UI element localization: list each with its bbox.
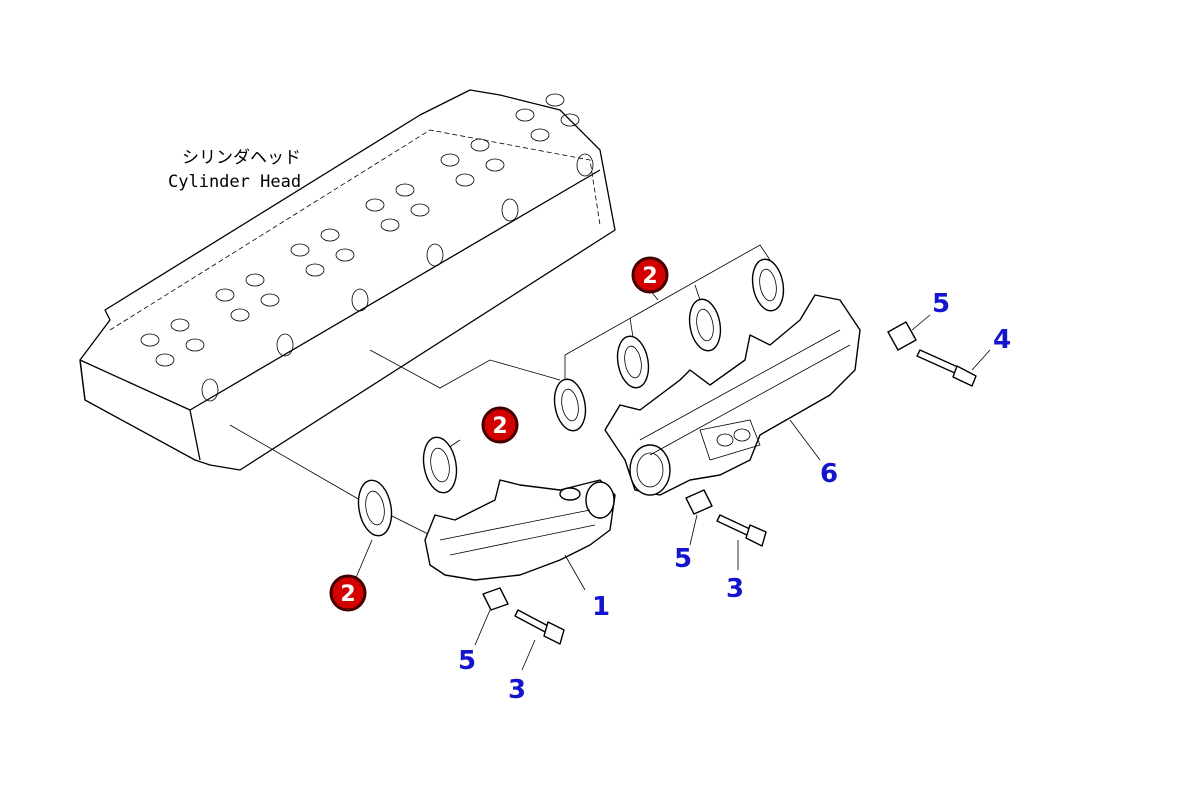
front-exhaust-manifold: [424, 479, 616, 581]
callout-5: 5: [674, 544, 692, 574]
gasket-rear-set: [553, 258, 785, 432]
gasket-front: [357, 479, 393, 537]
caption-japanese: シリンダヘッド: [182, 148, 301, 168]
leader-line: [229, 424, 431, 536]
gasket-mid: [422, 436, 458, 494]
stud-bolt: [916, 349, 977, 387]
caption-english: Cylinder Head: [168, 172, 301, 192]
bolt-lower: [514, 609, 565, 645]
badge-gasket-rear: 2: [631, 256, 669, 294]
callout-4: 4: [993, 325, 1011, 355]
callout-1: 1: [592, 592, 610, 622]
spacer-lower: [482, 587, 509, 611]
spacer-upper: [887, 321, 917, 351]
leader-line: [369, 349, 561, 389]
svg-text:2: 2: [340, 582, 355, 607]
svg-text:2: 2: [492, 414, 507, 439]
rear-exhaust-manifold: [604, 294, 861, 496]
spacer-mid: [685, 489, 713, 515]
callout-3: 3: [508, 675, 526, 705]
callout-5: 5: [932, 289, 950, 319]
badge-gasket-mid: 2: [481, 406, 519, 444]
callout-3: 3: [726, 574, 744, 604]
callout-6: 6: [820, 459, 838, 489]
svg-text:2: 2: [642, 264, 657, 289]
cylinder-head-drawing: [79, 89, 616, 471]
bolt-mid: [716, 514, 767, 547]
badge-gasket-front: 2: [329, 574, 367, 612]
callout-5: 5: [458, 646, 476, 676]
